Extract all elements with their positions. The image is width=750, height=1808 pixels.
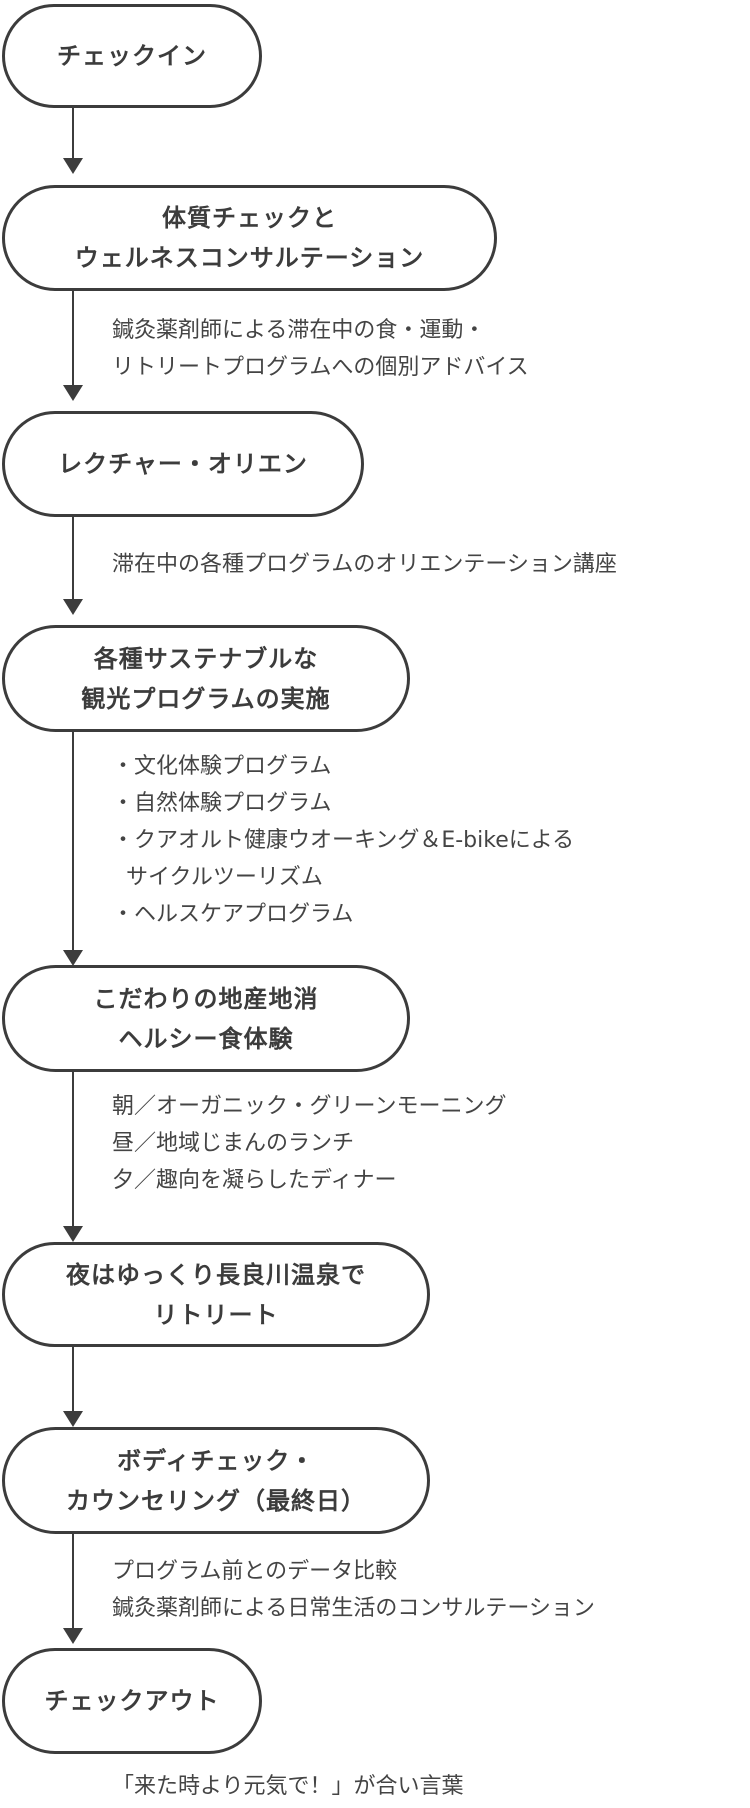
arrow-down-icon	[63, 385, 83, 401]
connector-line	[72, 1534, 74, 1628]
step-label: レクチャー・オリエン	[58, 450, 308, 478]
step-label: チェックアウト	[44, 1687, 220, 1715]
connector-line	[72, 1347, 74, 1411]
arrow-down-icon	[63, 1226, 83, 1242]
description-line: リトリートプログラムへの個別アドバイス	[112, 355, 529, 380]
step-wellness-consultation: 体質チェックと ウェルネスコンサルテーション	[2, 185, 497, 291]
arrow-down-icon	[63, 1411, 83, 1427]
description-food: 朝／オーガニック・グリーンモーニング 昼／地域じまんのランチ 夕／趣向を凝らした…	[112, 1088, 506, 1199]
step-label: チェックイン	[57, 42, 207, 70]
description-wellness: 鍼灸薬剤師による滞在中の食・運動・ リトリートプログラムへの個別アドバイス	[112, 312, 529, 386]
arrow-down-icon	[63, 599, 83, 615]
description-lecture: 滞在中の各種プログラムのオリエンテーション講座	[112, 546, 617, 583]
description-line: ・クアオルト健康ウオーキング＆E-bikeによる	[112, 828, 575, 853]
description-programs: ・文化体験プログラム ・自然体験プログラム ・クアオルト健康ウオーキング＆E-b…	[112, 748, 574, 933]
description-line: 滞在中の各種プログラムのオリエンテーション講座	[112, 552, 617, 577]
step-local-food: こだわりの地産地消 ヘルシー食体験	[2, 965, 410, 1072]
description-line: 鍼灸薬剤師による日常生活のコンサルテーション	[112, 1596, 595, 1621]
step-label: 各種サステナブルな	[93, 644, 319, 673]
step-check-in: チェックイン	[2, 4, 262, 108]
step-label: 観光プログラムの実施	[81, 684, 331, 713]
step-label: カウンセリング（最終日）	[66, 1486, 366, 1515]
step-lecture-orientation: レクチャー・オリエン	[2, 411, 364, 517]
description-line: 夕／趣向を凝らしたディナー	[112, 1168, 397, 1193]
step-label: ボディチェック・	[117, 1446, 315, 1475]
description-line: 「来た時より元気で！」が合い言葉	[112, 1774, 464, 1799]
description-counseling: プログラム前とのデータ比較 鍼灸薬剤師による日常生活のコンサルテーション	[112, 1553, 595, 1627]
step-label: ウェルネスコンサルテーション	[74, 244, 425, 272]
step-body-check-counseling: ボディチェック・ カウンセリング（最終日）	[2, 1427, 430, 1534]
connector-line	[72, 517, 74, 599]
step-onsen-retreat: 夜はゆっくり長良川温泉で リトリート	[2, 1242, 430, 1347]
description-line: ・ヘルスケアプログラム	[112, 902, 354, 927]
description-line: 鍼灸薬剤師による滞在中の食・運動・	[112, 318, 486, 343]
step-label: リトリート	[153, 1300, 279, 1329]
connector-line	[72, 291, 74, 385]
step-label: ヘルシー食体験	[118, 1024, 294, 1053]
connector-line	[72, 732, 74, 950]
description-line: プログラム前とのデータ比較	[112, 1559, 398, 1584]
arrow-down-icon	[63, 950, 83, 966]
description-line: 朝／オーガニック・グリーンモーニング	[112, 1094, 507, 1119]
step-check-out: チェックアウト	[2, 1648, 262, 1754]
description-line: ・自然体験プログラム	[112, 791, 332, 816]
arrow-down-icon	[63, 158, 83, 174]
description-line: サイクルツーリズム	[126, 865, 323, 890]
step-sustainable-programs: 各種サステナブルな 観光プログラムの実施	[2, 625, 410, 732]
description-line: 昼／地域じまんのランチ	[112, 1131, 355, 1156]
step-label: こだわりの地産地消	[93, 984, 319, 1013]
arrow-down-icon	[63, 1628, 83, 1644]
connector-line	[72, 1072, 74, 1226]
description-line: ・文化体験プログラム	[112, 754, 332, 779]
connector-line	[72, 108, 74, 158]
step-label: 体質チェックと	[162, 204, 337, 232]
step-label: 夜はゆっくり長良川温泉で	[66, 1260, 366, 1289]
description-checkout: 「来た時より元気で！」が合い言葉	[112, 1768, 464, 1805]
